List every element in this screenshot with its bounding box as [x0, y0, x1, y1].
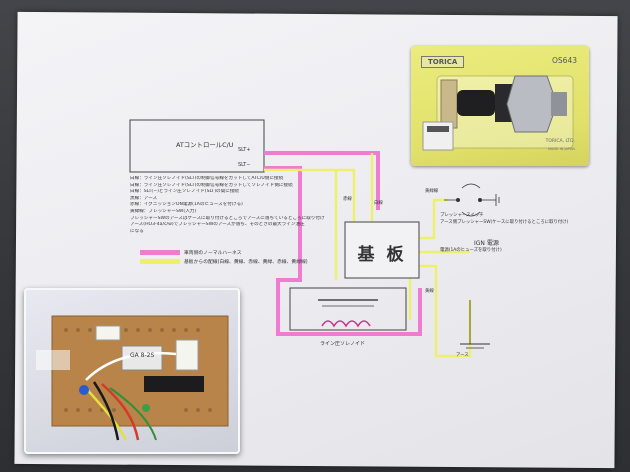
yellow-wire-pressure — [419, 198, 448, 240]
legend-label: 基板からの配線(白線、黄線、赤線、黄緑、赤線、黄緑線) — [184, 260, 308, 265]
pressure-sensor-package: TORICA OS643 TORICA, LTD. MADE IN JAPAN — [411, 46, 589, 166]
note-line: 黄緑線：プレッシャーSW(入力) — [130, 208, 197, 214]
legend-item: 基板からの配線(白線、黄線、赤線、黄緑、赤線、黄緑線) — [140, 257, 308, 266]
chip-label: GA 8-2S — [130, 352, 155, 359]
yellow-wire-1 — [264, 168, 356, 228]
solenoid-coil-icon — [321, 320, 371, 328]
ign-label: IGN 電源 — [474, 240, 499, 247]
pressure-sensor-icon — [422, 75, 574, 151]
sensor-maker: TORICA, LTD. — [545, 139, 575, 144]
controller-board-case: GA 8-2S — [24, 288, 240, 454]
note-line: 白線：ライン圧ソレノイド(SLT)の制御信号線をカットしてATC/U側に接続 — [130, 176, 284, 181]
note-line: 赤線：イグニッションON電源(1Aのヒューズを付ける) — [130, 202, 243, 208]
pink-wire-slt-plus — [264, 151, 380, 210]
legend-item: 車両側のノーマルハーネス — [140, 248, 308, 257]
pink-wire-slt-minus — [264, 166, 422, 336]
ign-note: 電源(1Aのヒューズを取り付け) — [440, 248, 502, 253]
board-box — [344, 221, 420, 279]
note-line: になる — [130, 228, 144, 234]
sensor-brand: TORICA — [421, 56, 465, 68]
note-line: アース(HO3-4a/c/w)でプレッシャーSWのアースが落ち、そのときの最大ラ… — [130, 222, 305, 228]
note-line: 白線：ライン圧ソレノイド(SLT)の制御信号線をカットしてソレノイド側に接続 — [130, 182, 293, 188]
earth-label: アース — [456, 353, 469, 358]
wire-label-red: 赤線 — [343, 197, 352, 202]
wire-label-white: 白線 — [374, 201, 383, 206]
board-label: 基 板 — [357, 244, 407, 265]
solenoid-box — [289, 287, 407, 331]
controller-label: ATコントロールC/U — [176, 141, 234, 149]
sensor-code: OS643 — [552, 56, 577, 65]
pressure-switch-note: アース側プレッシャーSW(ケースに取り付けるところに取り付け) — [440, 220, 569, 225]
legend-label: 車両側のノーマルハーネス — [184, 251, 242, 256]
slt-plus-label: SLT+ — [238, 147, 251, 153]
legend-swatch-yellow — [140, 259, 180, 264]
pressure-switch-icon — [461, 183, 481, 217]
pressure-switch-label: プレッシャースイッチ — [440, 213, 484, 218]
sensor-made-in: MADE IN JAPAN — [547, 147, 575, 151]
wire-label-yellow2: 黄緑線 — [425, 189, 439, 194]
note-line: 黒線：アース — [130, 195, 158, 201]
wiring-notes: 白線：ライン圧ソレノイド(SLT)の制御信号線をカットしてATC/U側に接続 白… — [130, 176, 340, 235]
circuit-board-icon — [36, 315, 229, 441]
controller-box — [129, 119, 265, 173]
yellow-wire-earth — [419, 264, 472, 358]
note-line: プレッシャーSWのアースはケースに取り付けるところでアースに落ちているところに取… — [130, 215, 325, 221]
wire-label-yellow: 黄線 — [425, 289, 434, 294]
legend-swatch-pink — [140, 250, 180, 255]
slt-minus-label: SLT− — [238, 162, 251, 168]
legend: 車両側のノーマルハーネス 基板からの配線(白線、黄線、赤線、黄緑、赤線、黄緑線) — [140, 248, 308, 266]
coil-label: ライン圧ソレノイド — [320, 341, 366, 347]
note-line: 白線：SLT(−)とライン圧ソレノイド(SLT)の間に接続 — [130, 189, 240, 195]
